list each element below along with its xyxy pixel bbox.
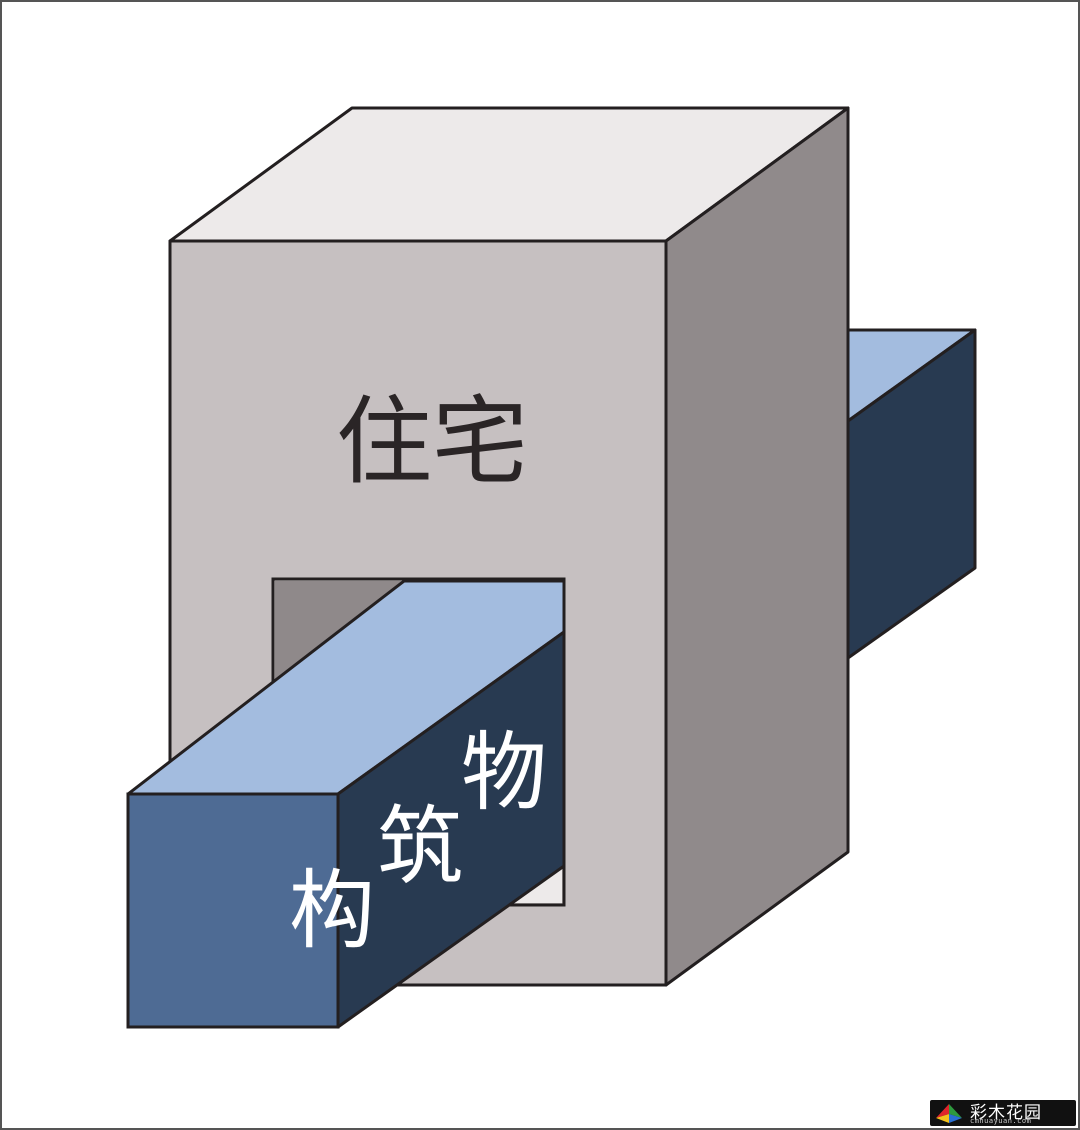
- residence-label: 住宅: [336, 386, 528, 498]
- structure-label-char-2: 筑: [377, 797, 463, 897]
- watermark-url: cmhuayuan.com: [970, 1117, 1032, 1125]
- structure-label-char-1: 构: [289, 861, 375, 961]
- watermark-brand: 彩木花园: [970, 1103, 1042, 1123]
- beam-front-end-face: [126, 792, 340, 1029]
- umbrella-logo-icon: [936, 1104, 962, 1123]
- watermark-badge: 彩木花园 cmhuayuan.com: [930, 1100, 1076, 1126]
- building-side-face: [664, 106, 850, 987]
- structure-label-char-3: 物: [461, 723, 547, 823]
